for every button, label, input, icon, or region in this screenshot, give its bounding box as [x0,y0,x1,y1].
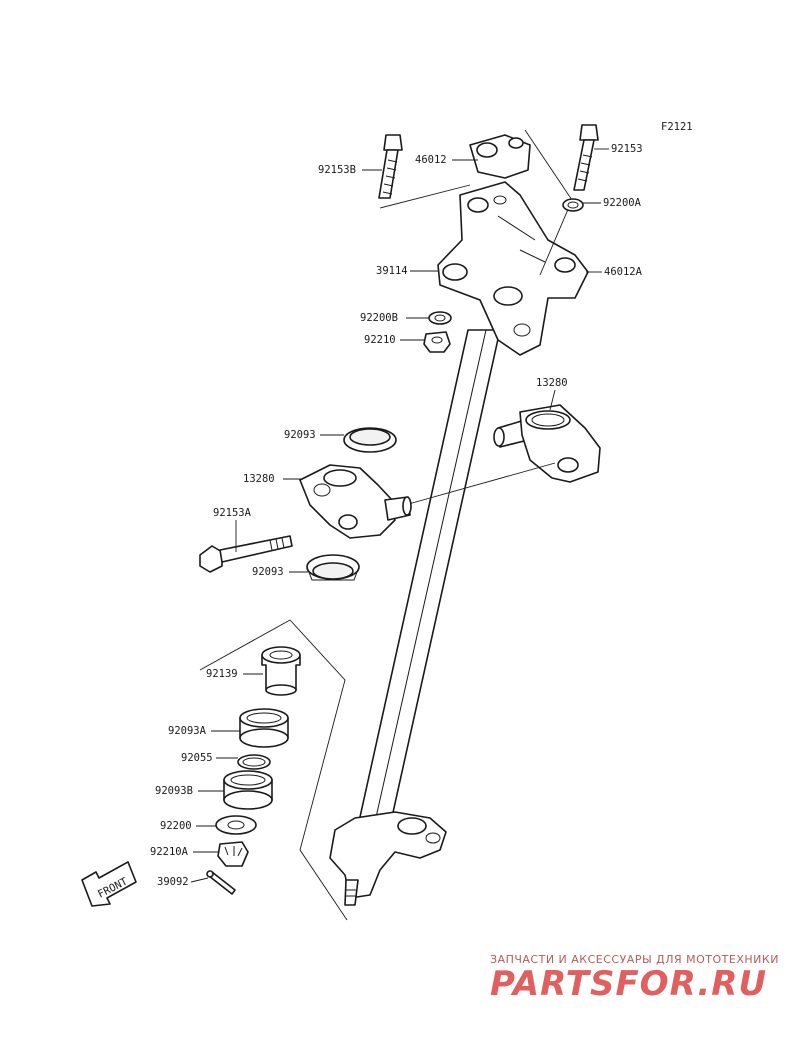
part-label-92093: 92093 [284,429,316,441]
collar-92139 [261,646,301,696]
oring-92055 [237,754,271,770]
part-label-13280: 13280 [243,473,275,485]
bearing-92093a [239,708,289,748]
bearing-holder-left [299,464,412,539]
part-label-92093a: 92093A [168,725,207,737]
seal-92093-upper [343,427,397,453]
part-label-92093b: 92093B [155,785,193,797]
part-label-92153a: 92153A [213,507,252,519]
nut-92210a [217,841,249,867]
washer-92200b [428,311,452,325]
part-label-39092: 39092 [157,876,189,888]
part-label-92153b: 92153B [318,164,356,176]
part-label-92153: 92153 [611,143,643,155]
watermark-logo: PARTSFOR.RU [490,964,767,1004]
part-label-92139: 92139 [206,668,238,680]
bearing-holder-right [493,404,601,483]
front-direction-arrow: FRONT [81,861,137,907]
part-label-92210a: 92210A [150,846,189,858]
washer-92200 [215,815,257,835]
part-label-92093: 92093 [252,566,284,578]
bolt-92153a [199,535,293,573]
part-label-13280: 13280 [536,377,568,389]
figure-code: F2121 [661,121,693,133]
bolt-92153b [378,134,403,199]
part-label-92200a: 92200A [603,197,642,209]
cotter-pin-39092 [206,870,236,895]
steering-shaft [355,329,501,836]
steering-lower-arm [329,811,447,906]
washer-92200a [562,198,584,212]
watermark: ЗАПЧАСТИ И АКСЕССУАРЫ ДЛЯ МОТОТЕХНИКИ PA… [490,953,779,1004]
part-label-46012a: 46012A [604,266,643,278]
part-label-92055: 92055 [181,752,213,764]
part-label-92200: 92200 [160,820,192,832]
part-label-46012: 46012 [415,154,447,166]
part-label-39114: 39114 [376,265,408,277]
part-label-92210: 92210 [364,334,396,346]
seal-92093-lower [306,554,360,581]
part-number-labels: 92153B 46012 92153 92200A 39114 46012A 92200B 9… [150,143,643,888]
leader-line [549,389,556,411]
part-label-92200b: 92200B [360,312,398,324]
leader-line [190,877,209,883]
nut-92210 [423,331,451,353]
bolt-92153 [573,124,599,191]
upper-clamp-part [469,134,531,179]
handlebar-holder-part [437,181,589,356]
bearing-92093b [223,770,273,810]
watermark-tagline: ЗАПЧАСТИ И АКСЕССУАРЫ ДЛЯ МОТОТЕХНИКИ [490,953,779,966]
